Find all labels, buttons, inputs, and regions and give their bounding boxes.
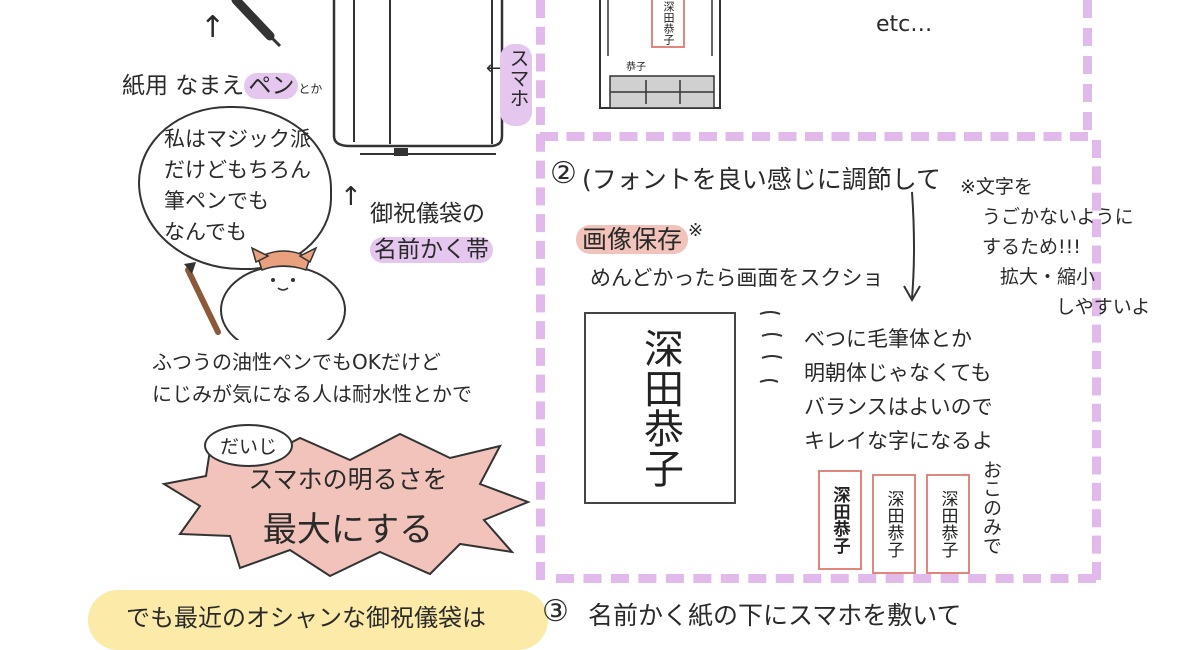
- step2-heading: (フォントを良い感じに調節して: [582, 165, 942, 194]
- thought-bubble: [138, 106, 332, 270]
- frame-right-edge-top: [1083, 0, 1092, 130]
- balance-note: べつに毛筆体とか 明朝体じゃなくても バランスはよいので キレイな字になるよ: [804, 327, 993, 453]
- thought-bubble-text: 私はマジック派 だけどもちろん 筆ペンでも なんでも: [164, 124, 311, 248]
- name-tag-serif: 深田恭子: [926, 474, 970, 574]
- up-arrow-icon: ↑: [200, 10, 226, 45]
- motion-lines-icon: [759, 311, 783, 383]
- oil-pen-note: ふつうの油性ペンでもOKだけど にじみが気になる人は耐水性とかで: [152, 350, 472, 406]
- step3-text: 名前かく紙の下にスマホを敷いて: [588, 601, 962, 630]
- important-badge: だいじ: [204, 424, 294, 467]
- step3-number: ③: [542, 594, 569, 629]
- obi-arrow-icon: ↑: [340, 182, 362, 212]
- cat-character-icon: [184, 246, 346, 340]
- phone-label-badge: [500, 44, 532, 126]
- bubble-line: だけどもちろん: [164, 158, 311, 182]
- etc-label: etc…: [876, 12, 933, 37]
- name-tag-gothic: 深田恭子: [872, 474, 916, 574]
- frame-bottom-edge: [556, 574, 1096, 583]
- obi-label: 御祝儀袋の 名前かく帯: [370, 196, 493, 268]
- phone-illustration: [332, 0, 504, 156]
- bubble-line: 筆ペンでも: [164, 189, 269, 213]
- preview-name-tag: 深田恭子: [651, 0, 685, 48]
- brightness-burst-shape: [161, 432, 531, 578]
- bubble-line: なんでも: [164, 220, 247, 244]
- marker-pen-icon: [231, 0, 282, 48]
- brightness-callout: スマホの明るさを 最大にする: [248, 465, 448, 550]
- frame-right-edge-bottom: [1092, 140, 1101, 580]
- pen-label: 紙用 なまえペンとか: [122, 73, 323, 99]
- bubble-line: 私はマジック派: [164, 127, 311, 151]
- step2-number: ②: [550, 156, 577, 191]
- save-image-label: 画像保存※: [576, 220, 703, 256]
- footnote: ※文字を うごかないように するため!!! 拡大・縮小 しやすいよ: [960, 176, 1151, 318]
- down-arrow-icon: [903, 191, 921, 303]
- sample-name-card: 深田恭子: [584, 312, 736, 504]
- frame-divider-vertical: [536, 0, 545, 580]
- preference-note: おこのみで: [980, 460, 1002, 555]
- preview-name-small: 恭子: [626, 62, 646, 73]
- phone-label-arrow: ←: [486, 58, 502, 79]
- phone-preview-illustration: [599, 0, 721, 109]
- phone-label: スマホ: [506, 48, 530, 108]
- bottom-note: でも最近のオシャンな御祝儀袋は: [126, 604, 486, 632]
- frame-divider-horizontal: [540, 132, 1088, 141]
- name-tag-bold: 深田恭子: [818, 470, 862, 570]
- screenshot-note: めんどかったら画面をスクショ: [590, 266, 884, 290]
